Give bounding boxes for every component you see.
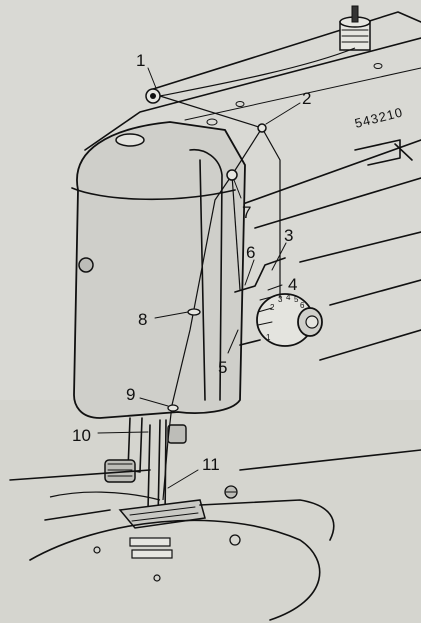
take-up-lever-eye: [226, 169, 238, 181]
thread-guide-8: [187, 308, 201, 316]
face-plate-screw: [78, 257, 94, 273]
feed-dog-slot-2: [131, 549, 173, 559]
callout-labels: 1 2 3 4 5 6 7 8 9 10 11: [72, 51, 311, 474]
callout-2: 2: [302, 89, 311, 108]
dial-number-6: 6: [300, 301, 305, 310]
dial-number-4: 4: [286, 293, 291, 302]
leader-lines: [97, 67, 301, 489]
dial-number-5: 5: [294, 295, 299, 304]
oil-hole: [115, 133, 145, 147]
machine-head: [71, 121, 246, 419]
callout-3: 3: [284, 226, 293, 245]
thread-guide-9: [167, 404, 179, 412]
callout-11: 11: [202, 455, 220, 474]
callout-9: 9: [126, 385, 135, 404]
callout-10: 10: [72, 426, 91, 445]
spool-pin: [339, 5, 371, 51]
dial-number-2: 2: [270, 303, 275, 312]
needle-clamp-screw: [167, 424, 187, 444]
tension-assembly: 1 2 3 4 5 6: [234, 257, 323, 347]
callout-8: 8: [138, 310, 147, 329]
dial-number-3: 3: [278, 295, 283, 304]
thread-path: [49, 47, 356, 501]
callout-5: 5: [218, 358, 227, 377]
thread-guide-2: [257, 123, 267, 133]
dial-number-1: 1: [266, 333, 271, 342]
callout-4: 4: [288, 275, 297, 294]
plate-hole-2: [93, 546, 101, 554]
callout-1: 1: [136, 51, 145, 70]
machine-arm: [84, 11, 421, 361]
machine-bed: [9, 449, 421, 621]
paper-shade: [0, 400, 421, 623]
plate-screw-2: [229, 534, 241, 546]
plate-hole: [153, 574, 161, 582]
callout-6: 6: [246, 243, 255, 262]
feed-dog-slot: [129, 537, 171, 547]
callout-7: 7: [242, 203, 251, 222]
